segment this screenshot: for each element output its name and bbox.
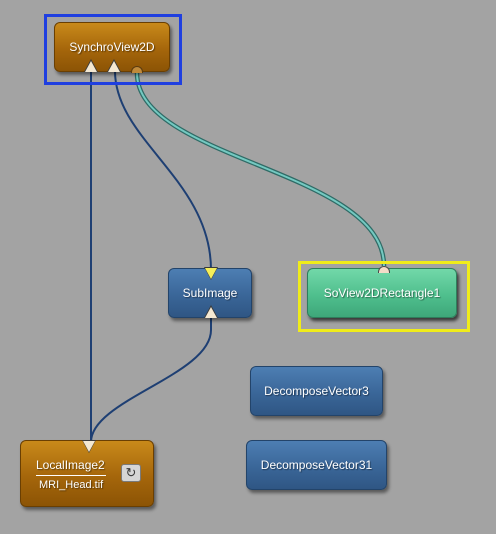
module-decomposevector3[interactable]: DecomposeVector3 xyxy=(250,366,383,416)
output-port-synchroview2d-inventor[interactable] xyxy=(131,66,143,73)
module-label: DecomposeVector31 xyxy=(260,458,373,472)
input-port-synchroview2d-1[interactable] xyxy=(85,61,97,72)
module-label: SubImage xyxy=(182,286,238,300)
module-decomposevector31[interactable]: DecomposeVector31 xyxy=(246,440,387,490)
output-port-subimage[interactable] xyxy=(205,268,217,279)
module-label: SoView2DRectangle1 xyxy=(323,286,441,300)
module-label: SynchroView2D xyxy=(69,40,155,54)
reload-icon[interactable]: ↻ xyxy=(121,464,141,482)
connection-localimage-to-subimage[interactable] xyxy=(90,318,212,443)
filename-label: MRI_Head.tif xyxy=(39,479,104,491)
connection-subimage-to-synchroview[interactable] xyxy=(114,70,212,271)
module-label: DecomposeVector3 xyxy=(264,384,369,398)
input-port-subimage[interactable] xyxy=(205,307,217,318)
module-label: LocalImage2 xyxy=(36,458,105,472)
module-soview2drectangle1[interactable]: SoView2DRectangle1 xyxy=(307,268,457,318)
input-port-soview2drectangle1[interactable] xyxy=(378,266,390,273)
output-port-localimage2[interactable] xyxy=(83,441,95,452)
connection-synchroview-to-soview2drectangle[interactable] xyxy=(134,72,387,267)
input-port-synchroview2d-2[interactable] xyxy=(108,61,120,72)
connection-highlight xyxy=(136,72,385,267)
label-separator xyxy=(36,475,106,476)
